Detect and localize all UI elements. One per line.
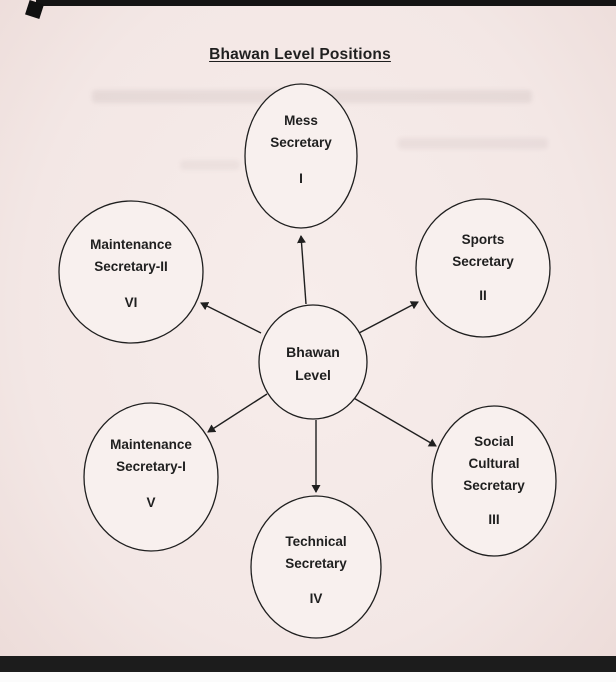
node-label-line: Technical xyxy=(285,534,346,549)
scan-artifact-ghost-text xyxy=(180,160,240,170)
node-numeral: II xyxy=(479,288,487,303)
node-ellipse xyxy=(250,495,382,639)
node-numeral: V xyxy=(146,495,155,510)
node-label-line: Secretary-I xyxy=(116,459,186,474)
node-label-line: Sports xyxy=(462,232,505,247)
node-label-line: Social xyxy=(474,434,514,449)
node-maintenance-secretary-1: Maintenance Secretary-I V xyxy=(83,402,219,552)
page-title: Bhawan Level Positions xyxy=(209,46,391,63)
node-ellipse xyxy=(415,198,551,338)
node-label-line: Level xyxy=(295,367,331,383)
node-label-line: Bhawan xyxy=(286,344,340,360)
node-bhawan-level: Bhawan Level xyxy=(258,304,368,420)
node-maintenance-secretary-2: Maintenance Secretary-II VI xyxy=(58,200,204,344)
node-ellipse xyxy=(258,304,368,420)
scan-artifact-top-edge xyxy=(36,0,616,6)
node-numeral: III xyxy=(488,512,499,527)
node-label-line: Secretary xyxy=(285,556,347,571)
node-label-line: Secretary xyxy=(270,135,332,150)
node-ellipse xyxy=(244,83,358,229)
node-sports-secretary: Sports Secretary II xyxy=(415,198,551,338)
node-numeral: VI xyxy=(125,295,138,310)
scan-artifact-ghost-text xyxy=(398,138,548,149)
node-label-line: Maintenance xyxy=(90,237,172,252)
node-label-line: Secretary xyxy=(452,254,514,269)
arrow-to-social-cultural-secretary xyxy=(351,396,437,447)
node-numeral: I xyxy=(299,171,303,186)
node-label-line: Cultural xyxy=(468,456,519,471)
arrow-to-sports-secretary xyxy=(358,301,419,334)
node-label-line: Mess xyxy=(284,113,318,128)
arrow-to-maintenance-secretary-2 xyxy=(200,302,262,334)
scan-artifact-bottom-margin xyxy=(0,672,616,682)
node-ellipse xyxy=(83,402,219,552)
node-label-line: Secretary-II xyxy=(94,259,168,274)
node-ellipse xyxy=(431,405,557,557)
node-numeral: IV xyxy=(310,591,323,606)
scan-artifact-bottom-band xyxy=(0,656,616,672)
arrow-to-maintenance-secretary-1 xyxy=(207,393,268,433)
node-label-line: Maintenance xyxy=(110,437,192,452)
node-label-line: Secretary xyxy=(463,478,525,493)
node-mess-secretary: Mess Secretary I xyxy=(244,83,358,229)
node-social-cultural-secretary: Social Cultural Secretary III xyxy=(431,405,557,557)
node-technical-secretary: Technical Secretary IV xyxy=(250,495,382,639)
arrow-to-mess-secretary xyxy=(297,235,307,305)
node-ellipse xyxy=(58,200,204,344)
